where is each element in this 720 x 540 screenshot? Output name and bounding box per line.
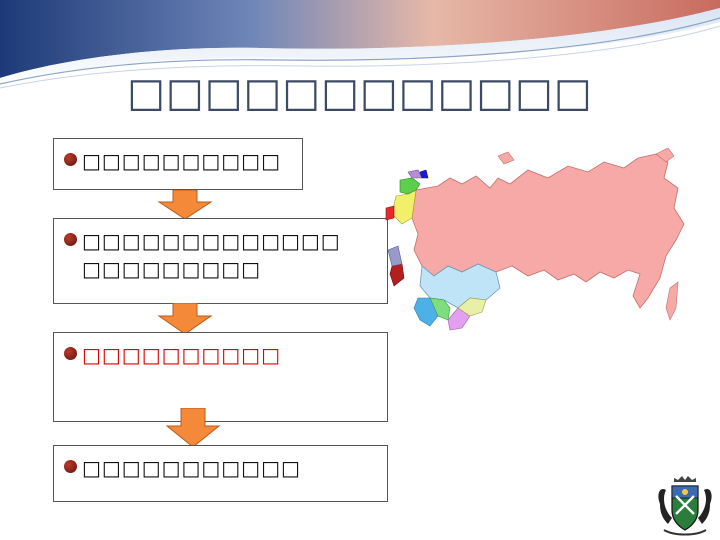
down-arrow-icon xyxy=(165,408,221,448)
step-text-1: □□□□□□□□□□ xyxy=(82,149,281,173)
step-text-4: □□□□□□□□□□□ xyxy=(82,456,301,480)
round-bullet-icon xyxy=(64,460,77,473)
header-banner xyxy=(0,0,720,89)
step-text-2: □□□□□□□□□□□□□□□□□□□□□□ xyxy=(82,229,341,281)
down-arrow-icon xyxy=(157,190,213,220)
round-bullet-icon xyxy=(64,347,77,360)
slide-title: □□□□□□□□□□□□ xyxy=(127,70,593,116)
step-box-3: □□□□□□□□□□ xyxy=(53,332,388,422)
round-bullet-icon xyxy=(64,153,77,166)
round-bullet-icon xyxy=(64,233,77,246)
step-box-2: □□□□□□□□□□□□□□□□□□□□□□ xyxy=(53,218,388,304)
step-box-1: □□□□□□□□□□ xyxy=(53,138,303,190)
step-box-4: □□□□□□□□□□□ xyxy=(53,445,388,502)
step-text-3: □□□□□□□□□□ xyxy=(82,343,281,367)
ussr-map-image xyxy=(385,148,685,331)
city-coat-of-arms-icon xyxy=(658,476,712,536)
down-arrow-icon xyxy=(157,303,213,335)
